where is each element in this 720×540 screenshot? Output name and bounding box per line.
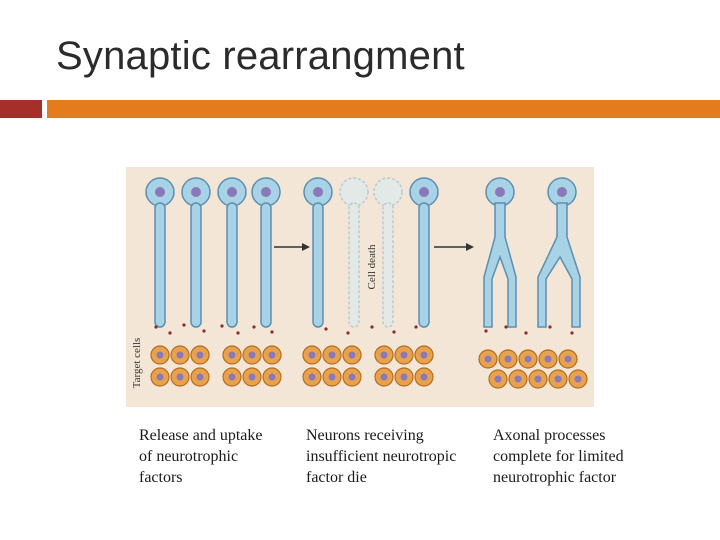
- target-cells-label: Target cells: [131, 338, 143, 389]
- neuron: [145, 177, 175, 328]
- caption-release-uptake: Release and uptake of neurotrophic facto…: [139, 427, 263, 486]
- accent-bar-dark: [0, 100, 42, 118]
- neuron: [217, 177, 247, 328]
- arrow-icon: [274, 243, 310, 251]
- caption-axonal-processes: Axonal processes complete for limited ne…: [493, 427, 624, 486]
- slide-title: Synaptic rearrangment: [56, 34, 465, 78]
- neuron: [303, 177, 333, 328]
- synaptic-figure: Cell death: [126, 167, 594, 407]
- branched-neuron: [537, 177, 581, 328]
- caption-neurons-die: Neurons receiving insufficient neurotrop…: [306, 427, 457, 486]
- branched-neuron: [483, 177, 517, 328]
- target-cells: [150, 345, 588, 389]
- neuron: [251, 177, 281, 328]
- dying-neuron: [339, 177, 369, 328]
- panel-1-neurons: [145, 177, 281, 328]
- arrow-icon: [434, 243, 474, 251]
- neuron-diagram: Cell death: [131, 177, 588, 389]
- panel-3-neurons: [483, 177, 581, 328]
- neurotrophic-factor-dots: [154, 323, 574, 335]
- dying-neuron: [373, 177, 403, 328]
- target-cell-nuclei: [156, 351, 582, 383]
- neuron: [181, 177, 211, 328]
- panel-2-neurons: Cell death: [303, 177, 439, 328]
- cell-death-label: Cell death: [366, 244, 378, 289]
- accent-bar-orange: [47, 100, 720, 118]
- neuron: [409, 177, 439, 328]
